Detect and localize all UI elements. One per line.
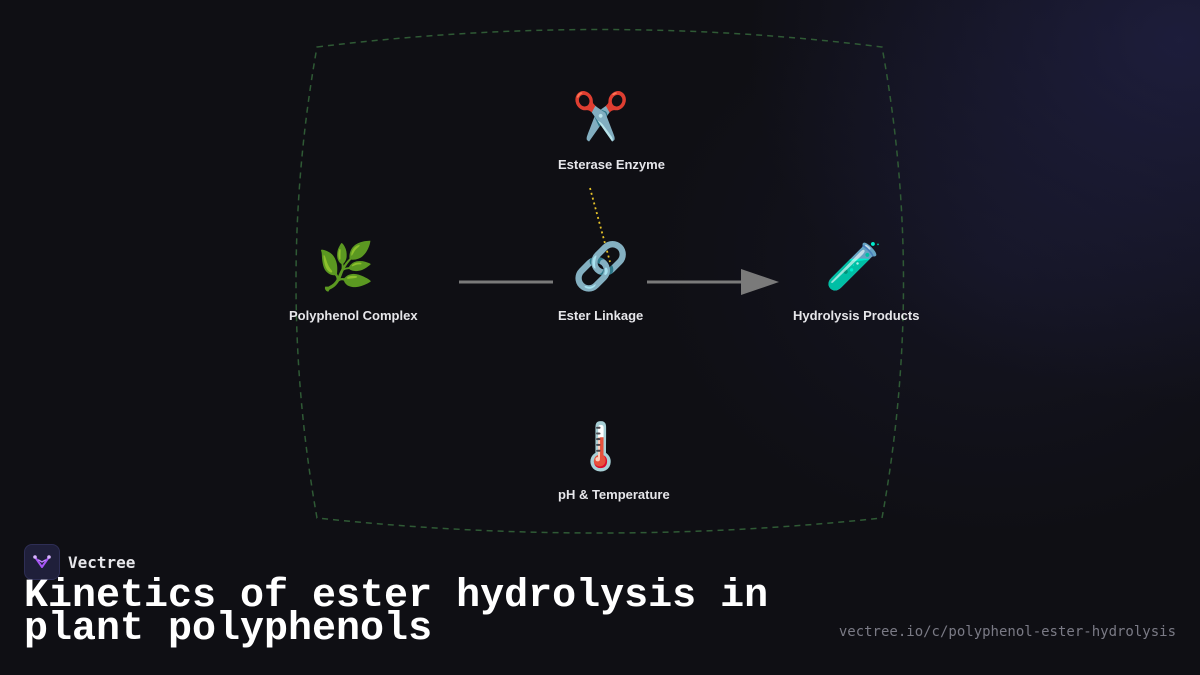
node-label-ph-temperature: pH & Temperature [558, 487, 670, 502]
link-icon: 🔗 [572, 239, 630, 293]
test-tube-icon: 🧪 [825, 239, 883, 293]
page-title: Kinetics of ester hydrolysis in plant po… [24, 574, 769, 652]
page-url[interactable]: vectree.io/c/polyphenol-ester-hydrolysis [838, 624, 1176, 640]
boundary-outline [295, 28, 905, 534]
node-label-hydrolysis-products: Hydrolysis Products [793, 308, 920, 323]
brand[interactable]: Vectree [24, 544, 135, 580]
vectree-logo-icon [24, 544, 60, 580]
node-label-esterase-enzyme: Esterase Enzyme [558, 157, 665, 172]
scissors-icon: ✂️ [572, 89, 630, 143]
arrowhead-products [741, 269, 779, 295]
brand-name: Vectree [68, 552, 136, 572]
node-label-polyphenol-complex: Polyphenol Complex [289, 308, 418, 323]
thermometer-icon: 🌡️ [572, 419, 630, 473]
herb-icon: 🌿 [317, 239, 375, 293]
node-label-ester-linkage: Ester Linkage [558, 308, 644, 323]
